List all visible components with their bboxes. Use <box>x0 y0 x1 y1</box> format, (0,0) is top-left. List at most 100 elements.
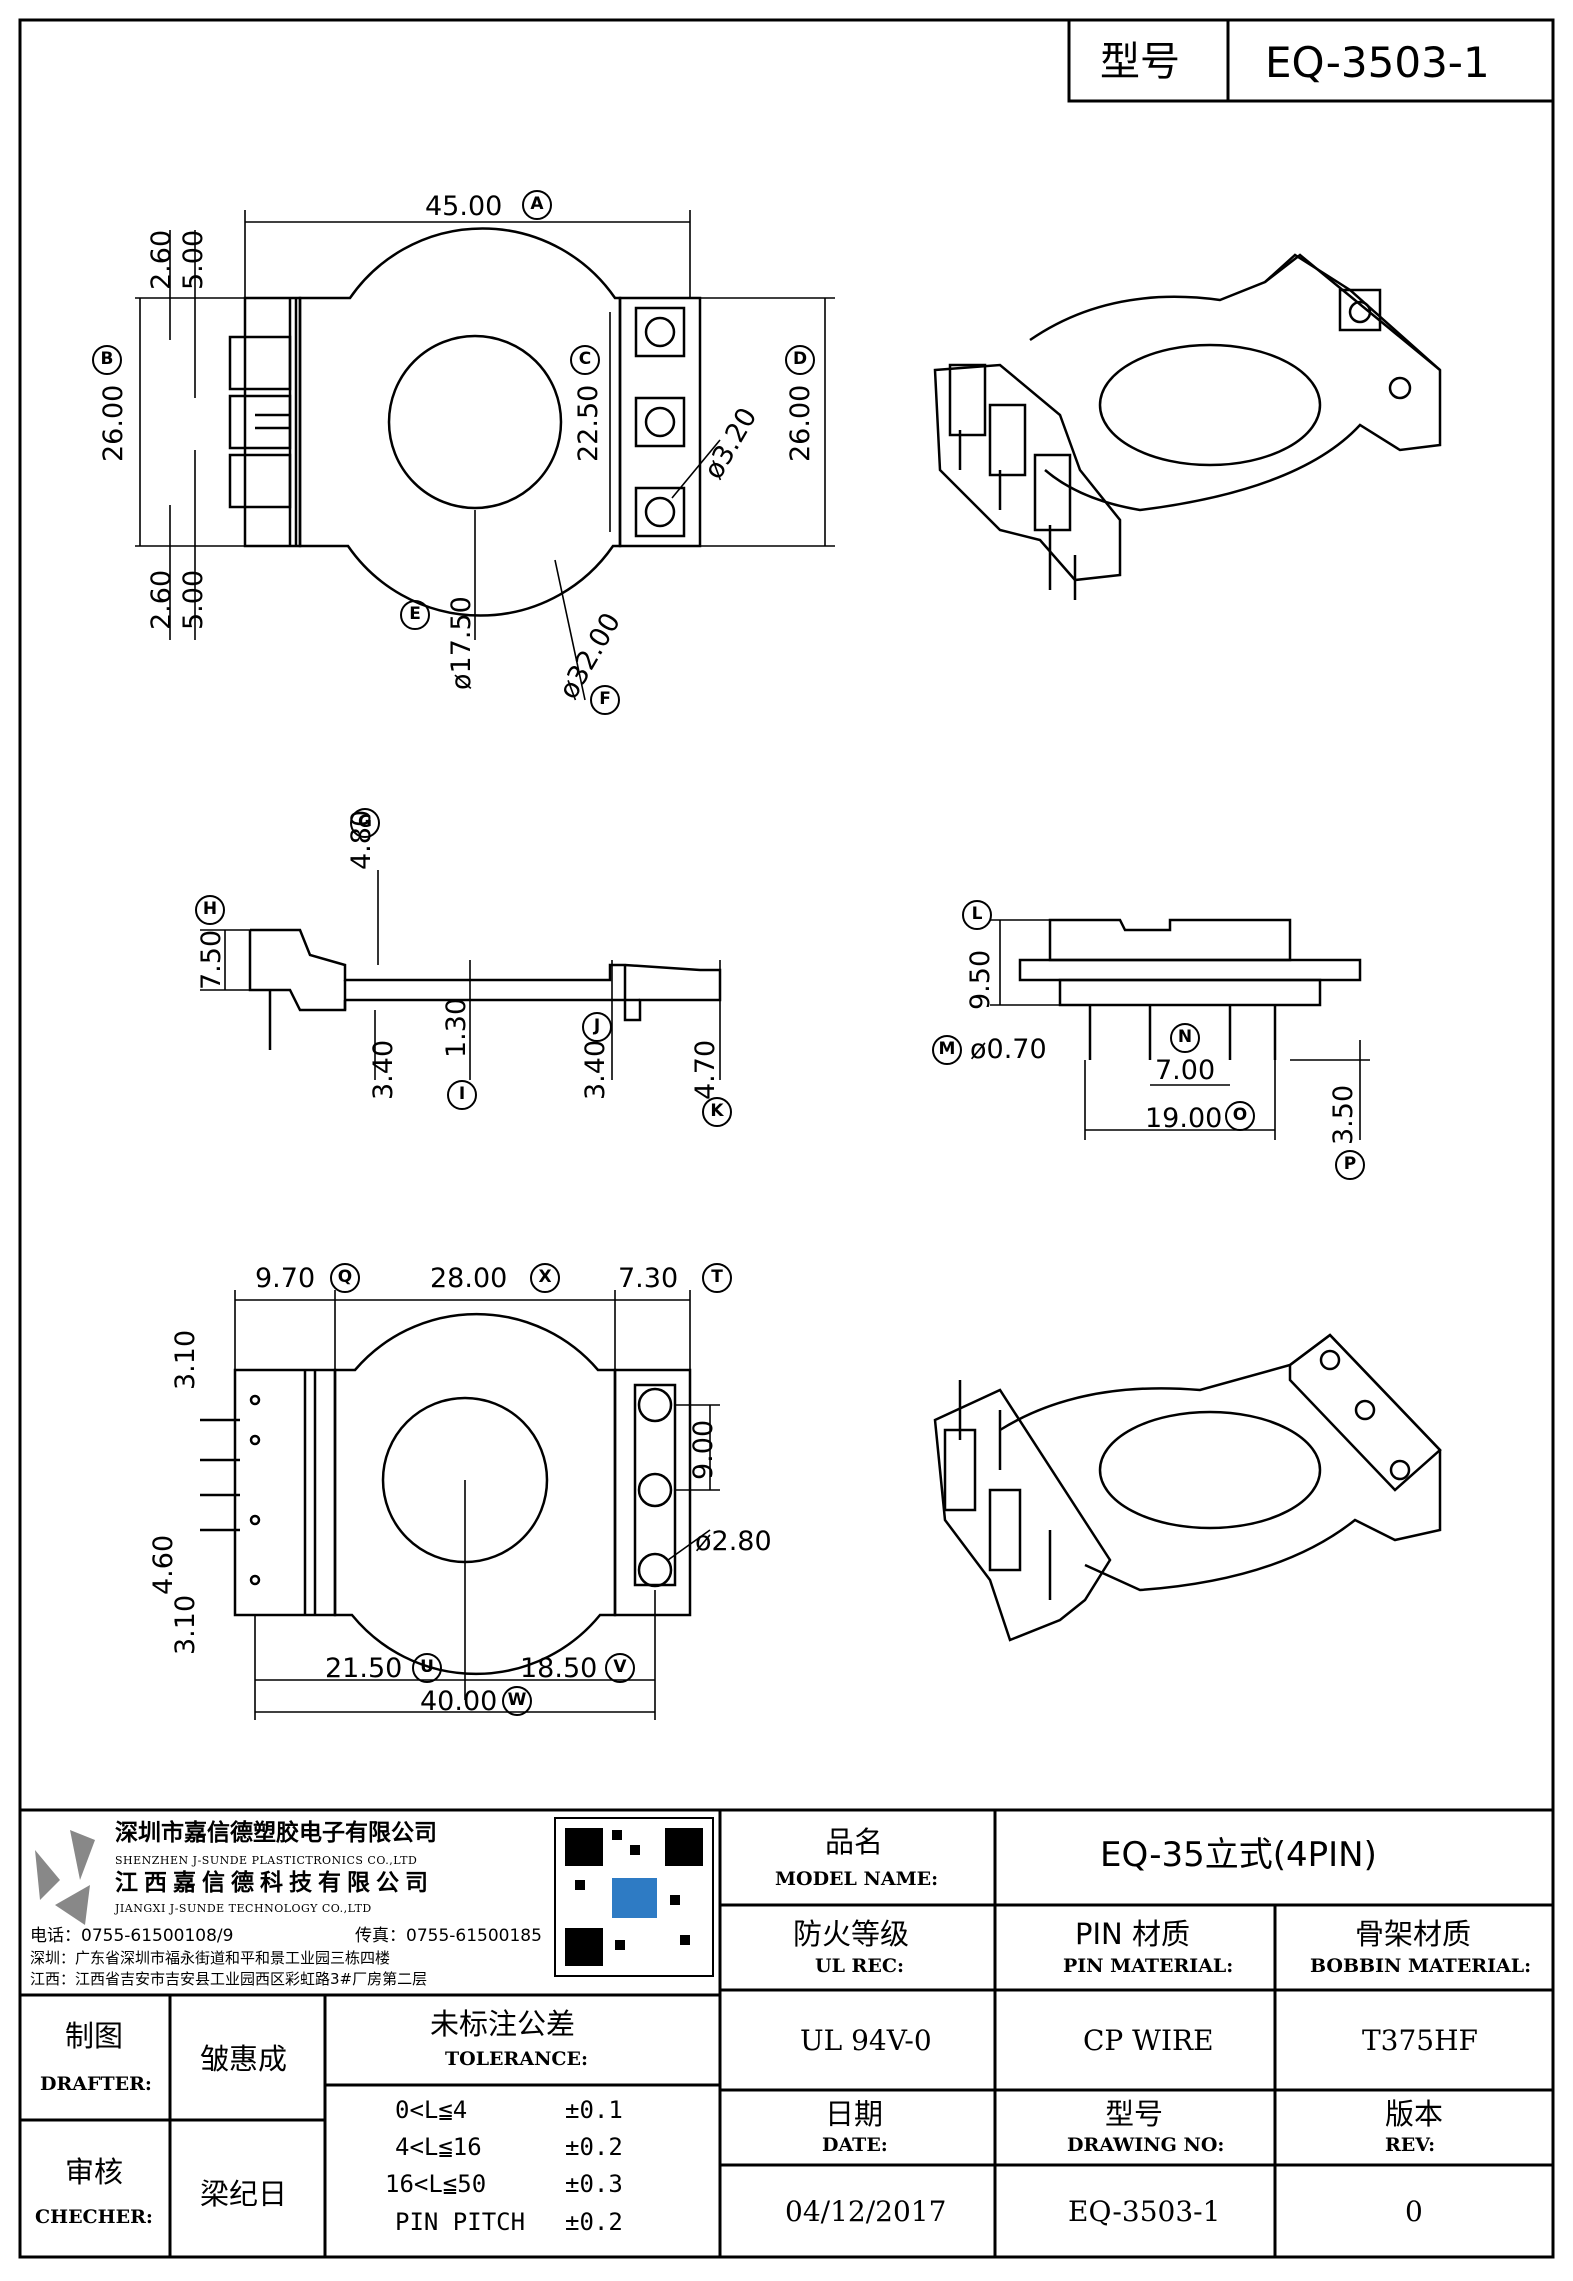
side-view-left <box>200 870 722 1080</box>
marker-o: O <box>1225 1101 1255 1131</box>
dim-top-2-60: 2.60 <box>146 229 177 290</box>
bobbin-material-en: BOBBIN MATERIAL: <box>1310 1955 1532 1977</box>
drafter-cn: 制图 <box>65 2019 124 2053</box>
drawing-no-en: DRAWING NO: <box>1067 2134 1225 2156</box>
checker-value: 梁纪日 <box>200 2177 288 2211</box>
qr-code-icon <box>554 1817 714 1977</box>
model-name-en: MODEL NAME: <box>775 1868 939 1890</box>
marker-p: P <box>1335 1150 1365 1180</box>
rev-en: REV: <box>1385 2134 1436 2156</box>
company-name-en-1: SHENZHEN J-SUNDE PLASTICTRONICS CO.,LTD <box>115 1854 418 1867</box>
marker-k: K <box>702 1097 732 1127</box>
dim-u: 21.50 <box>325 1653 403 1684</box>
dim-w: 40.00 <box>420 1686 498 1717</box>
drawing-no-value: EQ-3503-1 <box>1068 2195 1221 2228</box>
pin-material-en: PIN MATERIAL: <box>1063 1955 1234 1977</box>
marker-a: A <box>522 190 552 220</box>
dim-left-3-10-bot: 3.10 <box>170 1594 201 1655</box>
marker-x: X <box>530 1263 560 1293</box>
tolerance-value-2: ±0.2 <box>565 2133 623 2161</box>
dim-m: ø0.70 <box>970 1034 1047 1065</box>
company-fax: 传真：0755-61500185 <box>355 1926 542 1946</box>
sheet-border <box>18 18 1555 2259</box>
header-box <box>1067 18 1555 103</box>
dim-c: 22.50 <box>573 384 604 462</box>
drafter-value: 皱惠成 <box>200 2042 288 2076</box>
tolerance-range-4: PIN PITCH <box>395 2208 526 2236</box>
header-type-value: EQ-3503-1 <box>1265 38 1490 87</box>
checker-cn: 审核 <box>65 2155 124 2189</box>
marker-q: Q <box>330 1263 360 1293</box>
marker-e: E <box>400 600 430 630</box>
marker-i: I <box>447 1080 477 1110</box>
marker-v: V <box>605 1653 635 1683</box>
bobbin-material-value: T375HF <box>1362 2024 1478 2057</box>
drafter-en: DRAFTER: <box>40 2073 152 2095</box>
dim-a: 45.00 <box>425 191 503 222</box>
dim-t: 7.30 <box>618 1263 679 1294</box>
dim-bot-2-60: 2.60 <box>146 569 177 630</box>
dim-j: 3.40 <box>580 1039 611 1100</box>
marker-j: J <box>582 1012 612 1042</box>
dim-x: 28.00 <box>430 1263 508 1294</box>
dim-left-3-40: 3.40 <box>368 1039 399 1100</box>
dim-i: 1.30 <box>441 997 472 1058</box>
marker-w: W <box>502 1686 532 1716</box>
tolerance-cn: 未标注公差 <box>430 2007 576 2041</box>
rev-value: 0 <box>1405 2195 1423 2228</box>
model-name-value: EQ-35立式(4PIN) <box>1100 1835 1377 1875</box>
company-logo-icon <box>35 1830 95 1925</box>
company-name-en-2: JIANGXI J-SUNDE TECHNOLOGY CO.,LTD <box>115 1902 372 1915</box>
tolerance-value-3: ±0.3 <box>565 2170 623 2198</box>
marker-t: T <box>702 1263 732 1293</box>
dim-hole-2-80: ø2.80 <box>695 1526 772 1557</box>
company-name-cn-2: 江西嘉信德科技有限公司 <box>115 1870 434 1896</box>
checker-en: CHECHER: <box>35 2206 153 2228</box>
dim-n: 7.00 <box>1155 1055 1216 1086</box>
marker-u: U <box>412 1653 442 1683</box>
dim-b: 26.00 <box>98 384 129 462</box>
tolerance-value-4: ±0.2 <box>565 2208 623 2236</box>
marker-d: D <box>785 345 815 375</box>
drawing-no-cn: 型号 <box>1105 2097 1164 2131</box>
company-name-cn-1: 深圳市嘉信德塑胶电子有限公司 <box>115 1820 437 1846</box>
model-name-cn: 品名 <box>825 1825 884 1859</box>
side-view-right <box>990 918 1370 1140</box>
dim-pitch-9: 9.00 <box>688 1419 719 1480</box>
marker-h: H <box>195 895 225 925</box>
rev-cn: 版本 <box>1385 2097 1444 2131</box>
date-value: 04/12/2017 <box>785 2195 947 2228</box>
dim-e: ø17.50 <box>446 596 477 690</box>
company-address-sz: 深圳：广东省深圳市福永街道和平和景工业园三栋四楼 <box>30 1949 391 1967</box>
dim-bot-5-00: 5.00 <box>178 569 209 630</box>
bobbin-material-cn: 骨架材质 <box>1355 1917 1472 1951</box>
date-en: DATE: <box>822 2134 888 2156</box>
header-type-label: 型号 <box>1100 39 1180 85</box>
dim-left-4-60: 4.60 <box>148 1534 179 1595</box>
dim-l: 9.50 <box>965 949 996 1010</box>
marker-m: M <box>932 1035 962 1065</box>
dim-p: 3.50 <box>1328 1084 1359 1145</box>
iso-view-bottom <box>933 1333 1442 1642</box>
company-address-jx: 江西：江西省吉安市吉安县工业园西区彩虹路3#厂房第二层 <box>30 1970 428 1988</box>
marker-f: F <box>590 685 620 715</box>
ul-en: UL REC: <box>815 1955 904 1977</box>
pin-material-value: CP WIRE <box>1083 2024 1214 2057</box>
pin-material-cn: PIN 材质 <box>1075 1917 1190 1951</box>
bottom-view <box>200 1290 720 1720</box>
dim-left-3-10-top: 3.10 <box>170 1329 201 1390</box>
dim-q: 9.70 <box>255 1263 316 1294</box>
title-block-lines <box>20 1808 1553 2257</box>
company-tel: 电话：0755-61500108/9 <box>30 1926 234 1946</box>
tolerance-range-3: 16<L≦50 <box>385 2170 487 2198</box>
marker-n: N <box>1170 1023 1200 1053</box>
marker-c: C <box>570 345 600 375</box>
ul-cn: 防火等级 <box>793 1917 910 1951</box>
tolerance-range-1: 0<L≦4 <box>395 2096 468 2124</box>
tolerance-range-2: 4<L≦16 <box>395 2133 482 2161</box>
marker-g: G <box>350 808 380 838</box>
ul-value: UL 94V-0 <box>800 2024 932 2057</box>
date-cn: 日期 <box>825 2097 884 2131</box>
